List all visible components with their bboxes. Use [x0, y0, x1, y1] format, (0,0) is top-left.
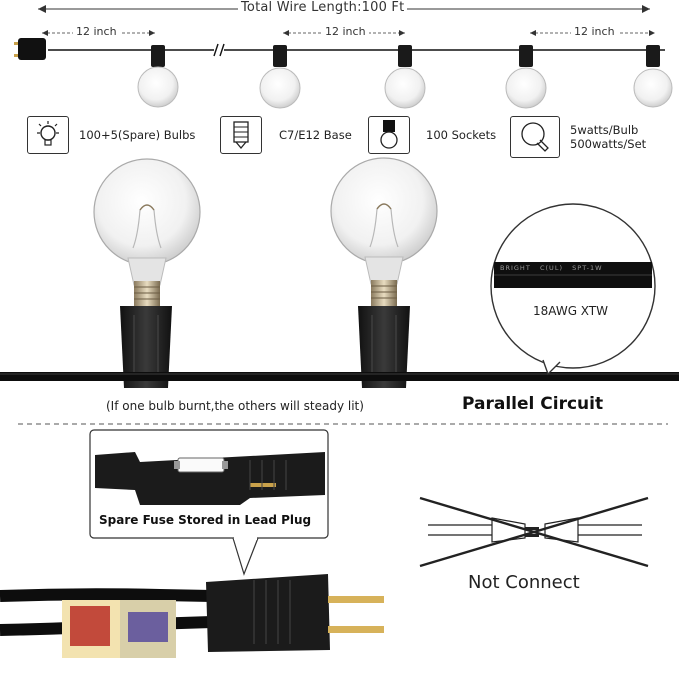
spec-wattage-box [510, 116, 560, 158]
circuit-note: (If one bulb burnt,the others will stead… [106, 399, 364, 413]
top-string-wire [48, 43, 665, 57]
parallel-circuit-title: Parallel Circuit [462, 394, 604, 414]
globe-bulb-icon [521, 122, 549, 152]
spare-fuse-label: Spare Fuse Stored in Lead Plug [99, 513, 312, 527]
spec-base-box [220, 116, 262, 154]
cable-print-text: BRIGHT C(UL) SPT-1W [500, 264, 603, 272]
spacing-label-mid: 12 inch [322, 25, 369, 38]
spec-socket-box [368, 116, 410, 154]
lead-plug [0, 574, 384, 658]
large-bulb-left [93, 158, 201, 388]
string-plug-icon [14, 38, 46, 60]
not-connect-label: Not Connect [468, 572, 580, 593]
string-bulb-1 [137, 45, 179, 108]
e12-base-icon [233, 121, 249, 150]
wire-gauge-label: 18AWG XTW [533, 304, 609, 318]
wire-callout [490, 203, 656, 376]
large-bulb-right [330, 157, 438, 388]
not-connect-diagram [419, 496, 649, 568]
main-wire [0, 372, 679, 381]
total-length-label: Total Wire Length:100 Ft [238, 0, 408, 15]
string-bulb-5 [633, 45, 673, 108]
spec-wattage-label-2: 500watts/Set [570, 137, 647, 151]
spec-wattage-label-1: 5watts/Bulb [570, 123, 639, 137]
spec-socket-label: 100 Sockets [426, 128, 497, 142]
spec-base-label: C7/E12 Base [279, 128, 352, 142]
spacing-label-right: 12 inch [571, 25, 618, 38]
spec-bulbs-label: 100+5(Spare) Bulbs [79, 128, 196, 142]
string-bulb-2 [259, 45, 301, 109]
spacing-label-left: 12 inch [73, 25, 120, 38]
socket-icon [380, 120, 398, 149]
string-bulb-3 [384, 45, 426, 109]
string-bulb-4 [505, 45, 547, 109]
bulb-glow-icon [37, 121, 59, 146]
plug-callout [89, 429, 329, 576]
spec-bulbs-box [27, 116, 69, 154]
